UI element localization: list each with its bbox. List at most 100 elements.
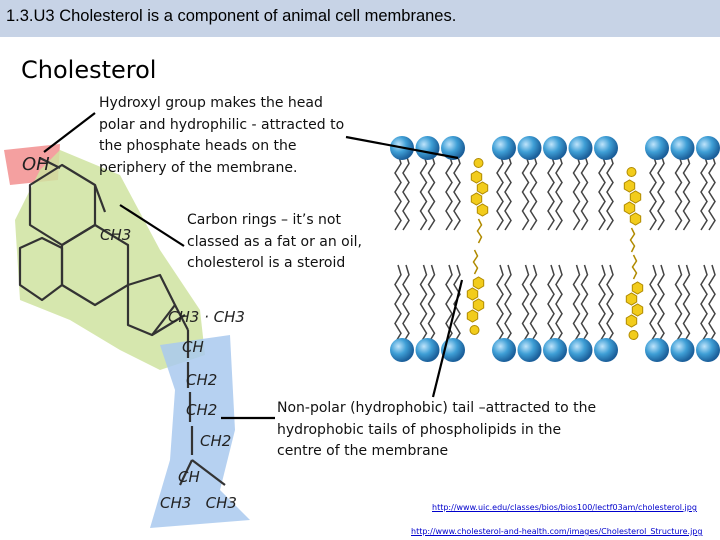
phospholipid-tail — [394, 264, 402, 344]
phospholipid-tail — [606, 264, 614, 344]
phosphate-head — [670, 136, 695, 160]
ch3-terminal-label: CH3 CH3 — [160, 494, 237, 512]
phospholipid-tail — [700, 264, 708, 344]
phosphate-head — [594, 338, 618, 362]
phospholipid-tail — [521, 264, 530, 344]
phosphate-head — [696, 338, 720, 362]
phospholipid-tail — [649, 153, 657, 231]
hydroxyl-head — [473, 158, 484, 168]
phospholipid-tail — [682, 264, 691, 344]
phospholipid-tail — [419, 264, 428, 344]
phospholipid-tail — [649, 264, 657, 344]
phospholipid-tail — [427, 153, 436, 231]
phospholipid-tail — [521, 153, 530, 231]
steroid-ring — [466, 287, 479, 301]
steroid-ring — [625, 292, 638, 306]
phospholipid-tail — [708, 264, 716, 344]
phosphate-head — [543, 136, 567, 160]
phospholipid-tail — [572, 264, 581, 344]
phospholipid-tail — [402, 153, 410, 231]
phosphate-head — [517, 136, 542, 160]
phospholipid-tail — [402, 264, 410, 344]
steroid-ring — [470, 192, 483, 206]
ch2-label-2: CH2 — [186, 401, 217, 419]
steroid-ring — [629, 212, 642, 226]
hydroxyl-group-note: Hydroxyl group makes the head polar and … — [99, 95, 345, 176]
phosphate-head — [670, 338, 695, 362]
steroid-ring — [470, 170, 483, 184]
tail-highlight — [150, 335, 250, 528]
phospholipid-tail — [657, 264, 665, 344]
steroid-ring — [625, 314, 638, 328]
ch3-label-upper: CH3 — [100, 226, 131, 244]
phospholipid-tail — [547, 264, 555, 344]
ch2-label-1: CH2 — [186, 371, 217, 389]
phospholipid-tail — [427, 264, 436, 344]
hydroxyl-pointer-left — [43, 112, 96, 153]
phospholipid-tail — [496, 153, 504, 231]
phosphate-head — [441, 136, 465, 160]
phospholipid-tail — [572, 153, 581, 231]
phosphate-head — [390, 338, 414, 362]
phospholipid-tail — [555, 153, 563, 231]
phospholipid-tail — [555, 264, 563, 344]
phospholipid-tail — [674, 153, 683, 231]
phospholipid-tail — [445, 153, 453, 231]
phospholipid-tail — [453, 153, 461, 231]
cholesterol-molecule — [470, 158, 489, 244]
phosphate-head — [492, 338, 516, 362]
phospholipid-tail — [529, 153, 538, 231]
source-link-cholesterol-image[interactable]: http://www.uic.edu/classes/bios/bios100/… — [432, 503, 697, 512]
oh-label: OH — [22, 154, 50, 175]
source-link-structure-image[interactable]: http://www.cholesterol-and-health.com/im… — [411, 527, 703, 536]
title-bar: 1.3.U3 Cholesterol is a component of ani… — [0, 0, 720, 37]
steroid-ring — [623, 179, 636, 193]
phosphate-head — [415, 338, 440, 362]
hydrophobic-tail-note: Non-polar (hydrophobic) tail –attracted … — [277, 400, 597, 459]
phosphate-head — [696, 136, 720, 160]
ring-highlight — [15, 150, 205, 370]
phospholipid-tail — [504, 264, 512, 344]
phospholipid-tail — [496, 264, 504, 344]
phospholipid-tail — [504, 153, 512, 231]
phospholipid-tail — [700, 153, 708, 231]
cholesterol-tail — [629, 227, 636, 253]
phospholipid-tail — [580, 264, 589, 344]
steroid-ring — [631, 303, 644, 317]
phospholipid-tail — [598, 264, 606, 344]
cholesterol-tail — [631, 254, 638, 280]
page-title: Cholesterol — [21, 56, 157, 84]
ch3-label-pair: CH3 · CH3 — [168, 308, 245, 326]
phosphate-head — [492, 136, 516, 160]
phosphate-head — [568, 136, 593, 160]
phospholipid-tail — [580, 153, 589, 231]
steroid-ring — [631, 281, 644, 295]
phospholipid-tail — [547, 153, 555, 231]
steroid-ring — [476, 203, 489, 217]
ch2-label-3: CH2 — [200, 432, 231, 450]
phospholipid-tail — [708, 153, 716, 231]
cholesterol-tail — [476, 218, 483, 244]
phosphate-head — [517, 338, 542, 362]
phospholipid-tail — [674, 264, 683, 344]
cholesterol-molecule — [623, 167, 642, 253]
cholesterol-tail — [472, 249, 479, 275]
ring-d — [126, 273, 177, 337]
hydroxyl-pointer-right — [345, 135, 459, 160]
steroid-ring — [476, 181, 489, 195]
phospholipid-tail — [453, 264, 461, 344]
phosphate-head — [543, 338, 567, 362]
steroid-ring — [466, 309, 479, 323]
hydroxyl-head — [469, 325, 480, 335]
phospholipid-tail — [657, 153, 665, 231]
tail-pointer-right — [431, 279, 464, 398]
phosphate-head — [594, 136, 618, 160]
cholesterol-molecule — [625, 254, 644, 340]
phospholipid-tail — [419, 153, 428, 231]
phospholipid-tail — [682, 153, 691, 231]
cholesterol-structure-drawing: OH CH3 CH3 · CH3 CH CH2 CH2 CH2 CH CH3 C… — [4, 144, 250, 528]
cholesterol-molecule — [466, 249, 485, 335]
phospholipid-tail — [606, 153, 614, 231]
ch-label: CH — [182, 338, 204, 356]
